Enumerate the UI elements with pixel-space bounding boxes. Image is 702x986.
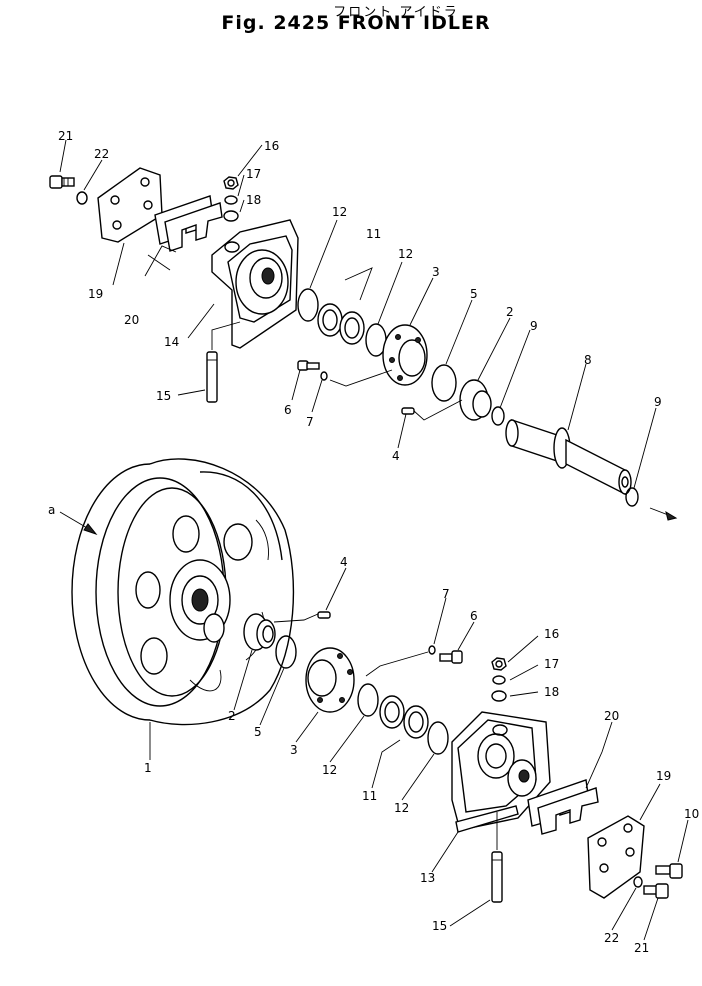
bushing-3-bottom: [305, 647, 355, 713]
o-ring-12a-top: [297, 288, 319, 322]
o-ring-9a-top: [491, 406, 505, 426]
washer-18-top: [223, 210, 239, 222]
label-2-bottom: 2: [228, 709, 236, 723]
label-9b-top: 9: [654, 395, 662, 409]
collar-2-bottom: [243, 613, 276, 651]
pin-15-bottom: [491, 851, 503, 903]
label-7-top: 7: [306, 415, 314, 429]
label-10: 10: [684, 807, 699, 821]
plate-19-top: [97, 167, 163, 243]
bolt-6-top: [297, 360, 320, 371]
nut-16-top: [223, 176, 239, 190]
bracket-14-top: [211, 219, 299, 349]
label-1: 1: [144, 761, 152, 775]
label-20-top: 20: [124, 313, 139, 327]
washer-7-bottom: [428, 645, 436, 655]
washer-18-bottom: [491, 690, 507, 702]
label-22-top: 22: [94, 147, 109, 161]
label-22-bottom: 22: [604, 931, 619, 945]
bracket-13-bottom: [451, 711, 551, 833]
label-4-bottom: 4: [340, 555, 348, 569]
collar-2-top: [459, 379, 492, 421]
label-2-top: 2: [506, 305, 514, 319]
title-japanese: フロント アイドラ: [333, 5, 459, 20]
label-6-top: 6: [284, 403, 292, 417]
label-6-bottom: 6: [470, 609, 478, 623]
shims-20-top: [154, 195, 223, 252]
o-ring-12b-bottom: [427, 721, 449, 755]
label-19-top: 19: [88, 287, 103, 301]
washer-7-top: [320, 371, 328, 381]
washer-17-top: [224, 195, 238, 205]
o-ring-5-bottom: [275, 635, 297, 669]
plate-19-bottom: [587, 815, 645, 899]
label-9a-top: 9: [530, 319, 538, 333]
nut-16-bottom: [491, 657, 507, 671]
label-11-bottom: 11: [362, 789, 377, 803]
seal-11-bottom: [379, 695, 429, 739]
label-a: a: [48, 503, 55, 517]
o-ring-5-top: [431, 364, 457, 402]
label-12b-bottom: 12: [394, 801, 409, 815]
label-3-top: 3: [432, 265, 440, 279]
label-15-bottom: 15: [432, 919, 447, 933]
label-5-top: 5: [470, 287, 478, 301]
bolt-21-top: [49, 175, 75, 189]
label-11-top: 11: [366, 227, 381, 241]
label-12a-top: 12: [332, 205, 347, 219]
label-18-top: 18: [246, 193, 261, 207]
seal-11-top: [317, 303, 365, 345]
label-20-bottom: 20: [604, 709, 619, 723]
label-16-bottom: 16: [544, 627, 559, 641]
o-ring-12a-bottom: [357, 683, 379, 717]
label-12a-bottom: 12: [322, 763, 337, 777]
label-8: 8: [584, 353, 592, 367]
label-14-top: 14: [164, 335, 179, 349]
label-18-bottom: 18: [544, 685, 559, 699]
label-13-bottom: 13: [420, 871, 435, 885]
label-7-bottom: 7: [442, 587, 450, 601]
label-16-top: 16: [264, 139, 279, 153]
bolt-21-bottom: [643, 883, 669, 899]
label-21-bottom: 21: [634, 941, 649, 955]
upper-assembly: [49, 167, 678, 521]
label-17-bottom: 17: [544, 657, 559, 671]
label-12b-top: 12: [398, 247, 413, 261]
label-15-top: 15: [156, 389, 171, 403]
lower-assembly: [59, 458, 683, 903]
figure-title: Fig. 2425 FRONT IDLER: [221, 12, 491, 34]
label-4-top: 4: [392, 449, 400, 463]
bolt-6-bottom: [439, 650, 463, 664]
bolt-10: [655, 863, 683, 879]
leader-lines-top: [59, 139, 657, 489]
label-19-bottom: 19: [656, 769, 671, 783]
label-3-bottom: 3: [290, 743, 298, 757]
label-21-top: 21: [58, 129, 73, 143]
bushing-3-top: [382, 324, 428, 386]
washer-22-top: [76, 191, 88, 205]
leader-lines-bottom: [149, 567, 689, 941]
pin-4-bottom: [317, 611, 331, 619]
o-ring-9b-top: [625, 487, 639, 507]
idler-wheel-1: [71, 458, 295, 726]
shaft-8: [505, 419, 632, 496]
label-5-bottom: 5: [254, 725, 262, 739]
washer-17-bottom: [492, 675, 506, 685]
pin-4-top: [401, 407, 415, 415]
label-17-top: 17: [246, 167, 261, 181]
pin-15-top: [206, 351, 218, 403]
washer-22-bottom: [633, 876, 643, 888]
shims-20-bottom: [527, 779, 599, 835]
